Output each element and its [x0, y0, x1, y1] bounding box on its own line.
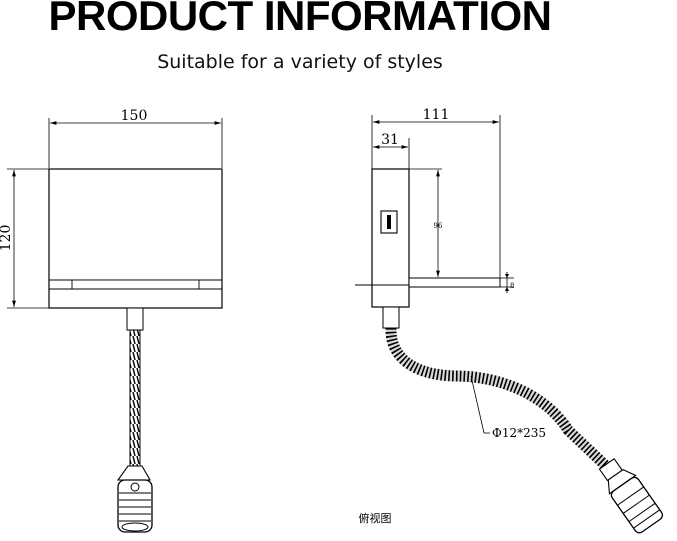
side-lamp-head — [598, 457, 664, 534]
view-caption: 俯视图 — [358, 512, 392, 525]
hose-leader-line — [470, 375, 485, 434]
front-hose-mount — [126, 307, 144, 331]
side-switch-height-label: 96 — [434, 222, 443, 230]
side-view: 111 31 96 8 Φ12*235 — [355, 107, 664, 534]
side-shelf — [408, 277, 501, 288]
front-shelf-slot — [71, 279, 200, 290]
front-lamp-head — [116, 465, 153, 533]
front-height-label: 120 — [0, 225, 14, 252]
side-hose-mount — [382, 306, 400, 329]
side-shelf-thickness-label: 8 — [510, 282, 514, 290]
page-title: PRODUCT INFORMATION — [48, 0, 552, 39]
side-lamp-body — [371, 168, 410, 308]
front-gooseneck-hose — [129, 329, 141, 467]
front-view: 150 120 — [0, 108, 223, 533]
side-body-depth-label: 31 — [381, 132, 399, 148]
side-total-depth-label: 111 — [423, 107, 450, 123]
front-width-label: 150 — [121, 108, 148, 124]
page-subtitle: Suitable for a variety of styles — [157, 51, 443, 73]
hose-spec-label: Φ12*235 — [492, 426, 546, 440]
side-gooseneck-hose — [385, 327, 610, 470]
